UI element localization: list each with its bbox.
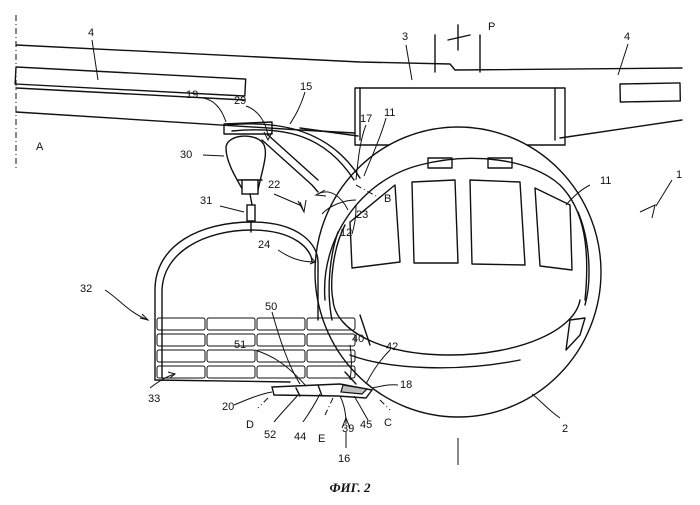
- label-4-left: 4: [88, 27, 94, 39]
- wing: [14, 44, 683, 139]
- label-23: 23: [356, 209, 368, 221]
- label-12: 12: [340, 227, 352, 239]
- label-22: 22: [268, 179, 280, 191]
- label-15: 15: [300, 81, 312, 93]
- label-29: 29: [234, 95, 246, 107]
- label-40: 40: [352, 333, 364, 345]
- label-P: P: [488, 21, 495, 33]
- pylon: [354, 24, 566, 146]
- label-3: 3: [402, 31, 408, 43]
- label-4-right: 4: [624, 31, 630, 43]
- label-51: 51: [234, 339, 246, 351]
- label-20: 20: [222, 401, 234, 413]
- basket-cell: [256, 365, 306, 379]
- label-1: 1: [676, 169, 682, 181]
- hoist-arm: [223, 121, 361, 193]
- reference-labels: 4 3 P 4 A 19 29 15 17 11 11 1 30 22 B 31…: [36, 21, 682, 465]
- label-33: 33: [148, 393, 160, 405]
- basket-grid: [156, 317, 356, 379]
- label-D: D: [246, 419, 254, 431]
- step-assembly: [271, 371, 374, 399]
- label-11-right: 11: [600, 175, 611, 187]
- label-19: 19: [186, 89, 198, 101]
- arrowheads: [139, 131, 351, 429]
- label-18: 18: [400, 379, 412, 391]
- label-16: 16: [338, 453, 350, 465]
- basket-cell: [156, 333, 206, 347]
- label-C: C: [384, 417, 392, 429]
- fuselage-section: [314, 126, 602, 418]
- label-B: B: [384, 193, 391, 205]
- label-30: 30: [180, 149, 192, 161]
- label-E: E: [318, 433, 325, 445]
- label-39: 39: [342, 423, 354, 435]
- basket-cell: [306, 365, 356, 379]
- label-50: 50: [265, 301, 277, 313]
- winch: [225, 135, 267, 233]
- basket-cell: [256, 349, 306, 363]
- basket-cell: [156, 317, 206, 331]
- label-52: 52: [264, 429, 276, 441]
- label-A: A: [36, 141, 44, 153]
- label-24: 24: [258, 239, 270, 251]
- basket-cell: [206, 349, 256, 363]
- basket: [154, 221, 356, 383]
- basket-cell: [156, 365, 206, 379]
- basket-cell: [206, 317, 256, 331]
- basket-cell: [256, 333, 306, 347]
- label-31: 31: [200, 195, 212, 207]
- basket-cell: [206, 365, 256, 379]
- basket-cell: [306, 317, 356, 331]
- basket-cell: [156, 349, 206, 363]
- label-2: 2: [562, 423, 568, 435]
- leader-lines: [91, 39, 673, 448]
- label-45: 45: [360, 419, 372, 431]
- basket-cell: [306, 333, 356, 347]
- label-17: 17: [360, 113, 372, 125]
- label-11-top: 11: [384, 107, 395, 119]
- axis-lines: [15, 15, 459, 465]
- label-42: 42: [386, 341, 398, 353]
- label-44: 44: [294, 431, 306, 443]
- basket-cell: [256, 317, 306, 331]
- label-32: 32: [80, 283, 92, 295]
- figure-caption: ФИГ. 2: [329, 480, 371, 495]
- basket-cell: [306, 349, 356, 363]
- basket-cell: [206, 333, 256, 347]
